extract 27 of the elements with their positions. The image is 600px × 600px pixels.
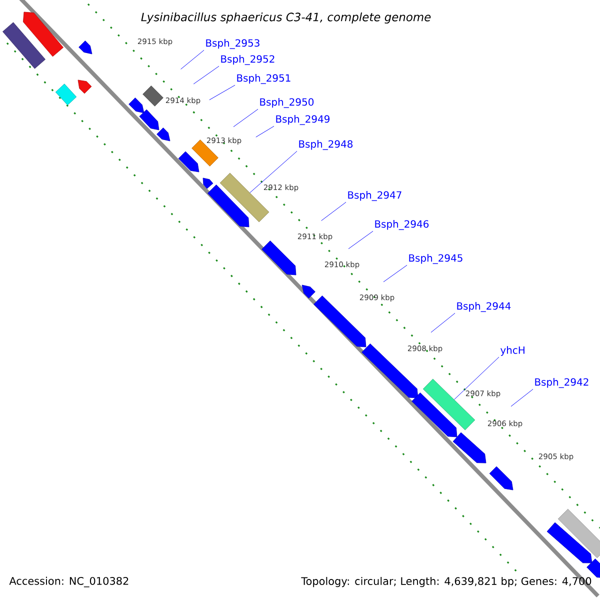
genome-info-text: Topology: circular; Length: 4,639,821 bp; Genes: 4,700	[301, 576, 592, 588]
gene-label: Bsph_2952	[221, 55, 274, 65]
gene-label: Bsph_2942	[535, 378, 588, 388]
leader-line	[193, 66, 220, 84]
accession-text: Accession: NC_010382	[9, 576, 128, 588]
leader-line	[209, 84, 236, 100]
gene-label: Bsph_2949	[276, 115, 330, 125]
gene-label: Bsph_2950	[260, 98, 314, 108]
title: Lysinibacillus sphaericus C3-41, complete genome	[140, 11, 432, 25]
gene-label: Bsph_2946	[375, 220, 429, 230]
leader-line	[233, 108, 258, 128]
leader-line	[454, 356, 500, 400]
gene-label: yhcH	[500, 346, 524, 356]
leader-line	[348, 230, 374, 250]
gene-label: Bsph_2951	[237, 74, 290, 84]
leader-line	[180, 50, 204, 70]
gene-label: Bsph_2947	[348, 191, 402, 201]
leader-line	[321, 202, 346, 221]
leader-line	[510, 388, 534, 407]
gene-label: Bsph_2944	[457, 302, 511, 312]
gene-label: Bsph_2945	[409, 254, 462, 264]
gene-label: Bsph_2948	[299, 140, 353, 150]
leader-line	[250, 150, 298, 193]
leader-line	[383, 264, 408, 282]
gene-label: Bsph_2953	[206, 39, 260, 49]
leader-line	[256, 126, 274, 138]
leader-line	[430, 312, 456, 333]
